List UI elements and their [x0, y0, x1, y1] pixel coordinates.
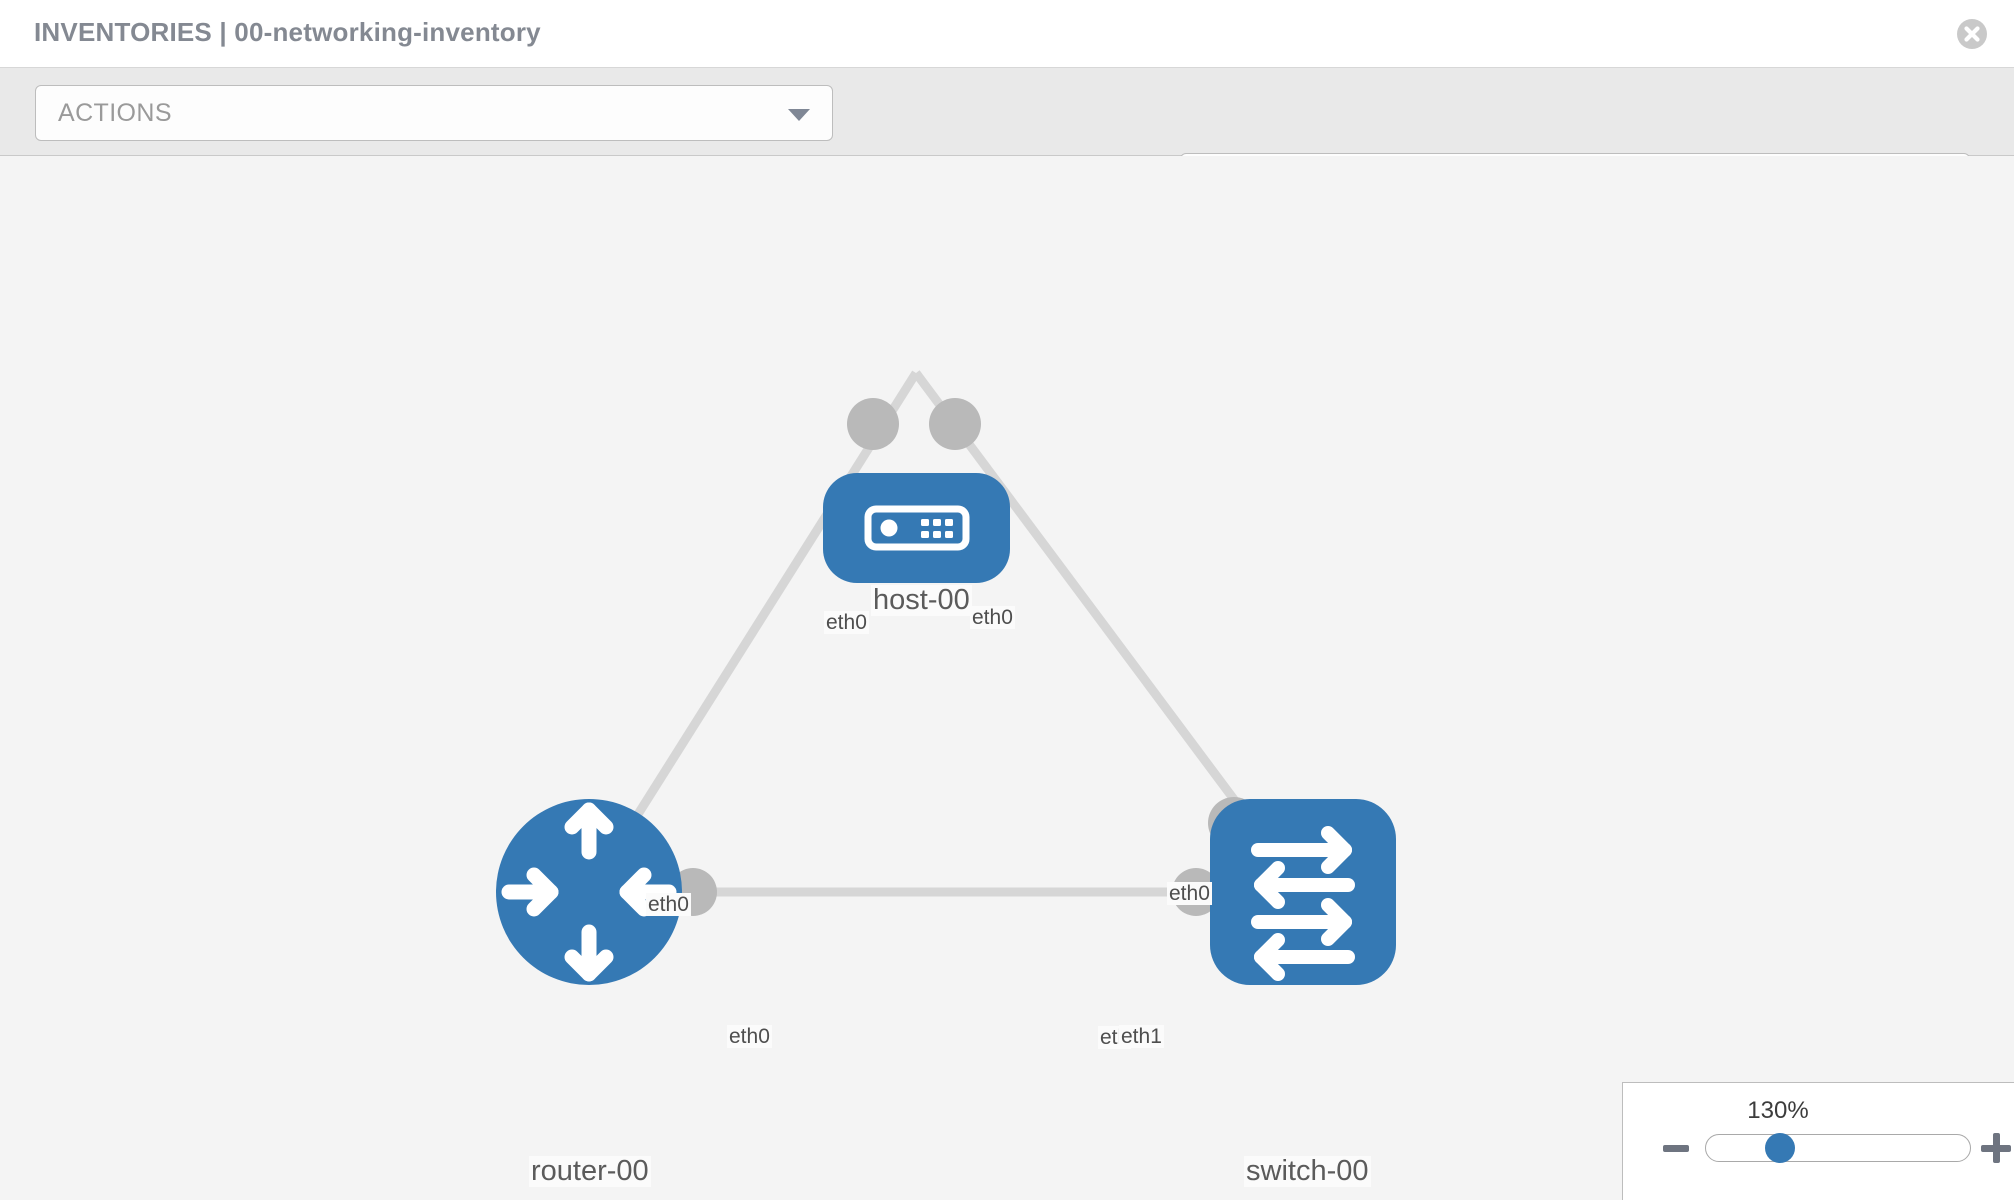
- node-label-switch-00: switch-00: [1244, 1155, 1371, 1188]
- node-label-router-00: router-00: [529, 1155, 651, 1188]
- edge-label-switch-left-eth1: eth1: [1119, 1025, 1164, 1049]
- page-header: INVENTORIES | 00-networking-inventory: [0, 0, 2014, 68]
- zoom-out-icon[interactable]: [1663, 1145, 1689, 1152]
- zoom-control-panel: 130%: [1622, 1082, 2014, 1200]
- page-title: INVENTORIES | 00-networking-inventory: [34, 17, 541, 47]
- edge-label-host-left-eth0: eth0: [824, 611, 869, 635]
- edge-label-switch-up-eth0: eth0: [1167, 882, 1212, 906]
- topology-edges: [585, 370, 1307, 897]
- topology-graph: [496, 370, 1396, 985]
- zoom-in-icon[interactable]: [1981, 1133, 2011, 1163]
- zoom-slider-thumb[interactable]: [1765, 1133, 1795, 1163]
- zoom-slider-track[interactable]: [1705, 1134, 1971, 1162]
- edge-host-router: [585, 370, 920, 895]
- toolbar: ACTIONS SEARCH: [0, 68, 2014, 209]
- edge-label-router-up-eth0: eth0: [646, 893, 691, 917]
- edge-label-router-right-eth0: eth0: [727, 1025, 772, 1049]
- node-router-00: [496, 799, 682, 985]
- zoom-level-value: 130%: [1747, 1097, 1809, 1124]
- close-icon[interactable]: [1956, 18, 1988, 50]
- chevron-down-icon: [788, 109, 810, 121]
- node-label-host-00: host-00: [871, 584, 972, 617]
- node-host-00: [823, 473, 1010, 583]
- edge-label-host-right-eth0: eth0: [970, 606, 1015, 630]
- connector-host-left: [847, 398, 899, 450]
- node-switch-00: [1210, 799, 1396, 985]
- topology-canvas[interactable]: host-00 router-00 switch-00 eth0 eth0 et…: [0, 156, 2014, 1200]
- connector-host-right: [929, 398, 981, 450]
- actions-dropdown-label: ACTIONS: [58, 99, 172, 127]
- actions-dropdown[interactable]: ACTIONS: [35, 85, 833, 141]
